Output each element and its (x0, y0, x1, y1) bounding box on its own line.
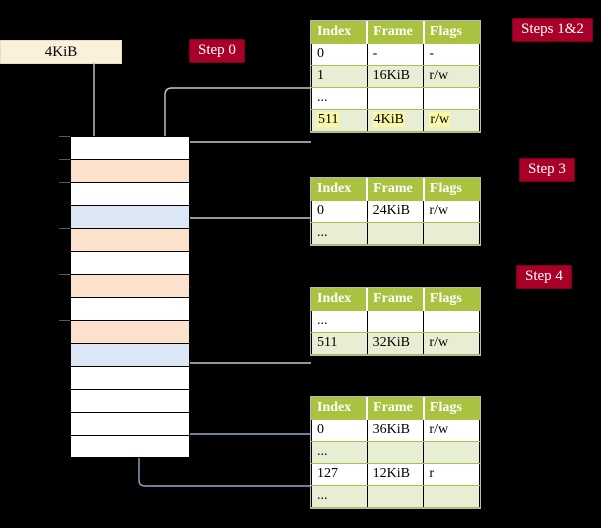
table-header-index: Index (311, 21, 368, 44)
table-row[interactable]: ... (311, 441, 480, 464)
table-cell-flags: r/w (423, 65, 480, 88)
table-header-frame: Frame (366, 178, 425, 201)
table-header-flags: Flags (422, 178, 480, 201)
table-cell-frame: - (366, 43, 425, 66)
table-row[interactable]: ... (311, 310, 480, 333)
table-cell-index: ... (311, 87, 368, 110)
source-frame-box: 4KiB (0, 40, 122, 64)
table-cell-flags (423, 222, 480, 245)
table-cell-index: ... (311, 441, 368, 464)
memory-frame-row (70, 251, 190, 274)
table-cell-frame (366, 222, 425, 245)
memory-frame-row (59, 136, 190, 159)
table-row[interactable]: ... (311, 485, 480, 508)
table-cell-frame (366, 310, 425, 333)
table-cell-index: ... (311, 310, 368, 333)
memory-frame-row (59, 320, 190, 343)
memory-frame-row (70, 205, 190, 228)
table-row[interactable]: ... (311, 87, 480, 110)
table-cell-frame: 36KiB (366, 419, 425, 442)
table-cell-flags: r/w (423, 419, 480, 442)
table-cell-flags: r/w (423, 200, 480, 223)
memory-row-tick (59, 136, 70, 137)
table-cell-frame: 4KiB (366, 109, 425, 132)
step-badge-step-0: Step 0 (189, 39, 245, 63)
table-header-flags: Flags (422, 21, 480, 44)
table-cell-index: 511 (311, 109, 368, 132)
table-header-index: Index (311, 397, 368, 420)
table-cell-frame (366, 441, 425, 464)
table-header-frame: Frame (366, 397, 425, 420)
table-cell-index: 1 (311, 65, 368, 88)
table-header-index: Index (311, 178, 368, 201)
table-cell-index: ... (311, 485, 368, 508)
table-cell-flags: r/w (423, 109, 480, 132)
step-badge-steps-1-2: Steps 1&2 (512, 18, 593, 42)
memory-frame-row (59, 159, 190, 182)
memory-row-tick (59, 228, 70, 229)
memory-frame-row (70, 297, 190, 320)
table-header-frame: Frame (366, 288, 425, 311)
table-cell-index: 0 (311, 419, 368, 442)
highlighted-value: 511 (317, 112, 340, 127)
table-header-flags: Flags (422, 397, 480, 420)
table-cell-index: 0 (311, 200, 368, 223)
memory-frame-row (70, 412, 190, 435)
table-header-index: Index (311, 288, 368, 311)
memory-frame-row (59, 228, 190, 251)
table-cell-flags: - (423, 43, 480, 66)
highlighted-value: 4KiB (372, 112, 405, 127)
table-cell-index: 127 (311, 463, 368, 486)
highlighted-value: r/w (429, 112, 451, 127)
step-badge-step-3: Step 3 (519, 158, 575, 182)
memory-row-tick (59, 182, 70, 183)
memory-frame-row (70, 343, 190, 366)
table-row[interactable]: ... (311, 222, 480, 245)
table-cell-index: 0 (311, 43, 368, 66)
table-row[interactable]: 0-- (311, 43, 480, 66)
table-cell-frame: 32KiB (366, 332, 425, 355)
memory-frame-row (70, 366, 190, 389)
table-cell-flags (423, 441, 480, 464)
table-header-flags: Flags (422, 288, 480, 311)
step-badge-step-4: Step 4 (516, 265, 572, 289)
table-cell-frame: 16KiB (366, 65, 425, 88)
memory-row-tick (59, 274, 70, 275)
physical-memory-column (59, 136, 190, 458)
table-cell-flags: r/w (423, 332, 480, 355)
memory-frame-row (70, 435, 190, 458)
table-cell-flags (423, 310, 480, 333)
memory-row-tick (59, 320, 70, 321)
table-cell-flags: r (423, 463, 480, 486)
memory-frame-row (59, 182, 190, 205)
table-header-frame: Frame (366, 21, 425, 44)
table-cell-flags (423, 87, 480, 110)
table-cell-frame: 24KiB (366, 200, 425, 223)
table-cell-index: ... (311, 222, 368, 245)
memory-row-tick (59, 159, 70, 160)
table-cell-index: 511 (311, 332, 368, 355)
memory-frame-row (59, 274, 190, 297)
memory-frame-row (70, 389, 190, 412)
table-cell-frame (366, 485, 425, 508)
source-frame-label: 4KiB (44, 44, 78, 60)
table-cell-frame: 12KiB (366, 463, 425, 486)
table-cell-flags (423, 485, 480, 508)
table-cell-frame (366, 87, 425, 110)
table-row[interactable]: 511 4KiB r/w (311, 109, 480, 132)
